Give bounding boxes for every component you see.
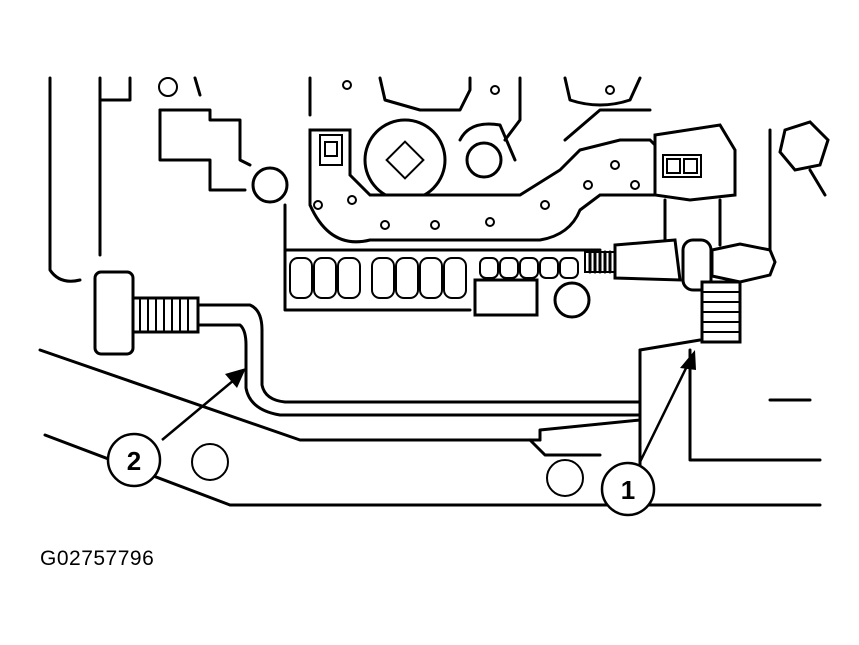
plunger-shaft	[584, 238, 777, 292]
spool-ribs	[289, 257, 579, 299]
callout-2-circle	[106, 432, 162, 488]
callout-1-circle	[600, 461, 656, 517]
wire-end-coil	[700, 280, 742, 344]
lever-plate	[308, 128, 662, 244]
upper-left-bracket	[98, 76, 252, 192]
callout-2: 2	[106, 368, 246, 488]
callout-1-label: 1	[621, 475, 635, 505]
callout-1: 1	[600, 350, 696, 517]
callout-2-label: 2	[127, 446, 141, 476]
housing-outline	[308, 76, 772, 262]
valve-body	[283, 203, 602, 319]
wire-routing	[196, 303, 642, 417]
knob-cluster	[251, 118, 830, 204]
figure-id-label: G02757796	[40, 547, 155, 570]
right-bracket	[653, 123, 737, 247]
threaded-rod	[93, 270, 200, 356]
lower-body	[38, 338, 822, 507]
left-post	[48, 76, 102, 283]
